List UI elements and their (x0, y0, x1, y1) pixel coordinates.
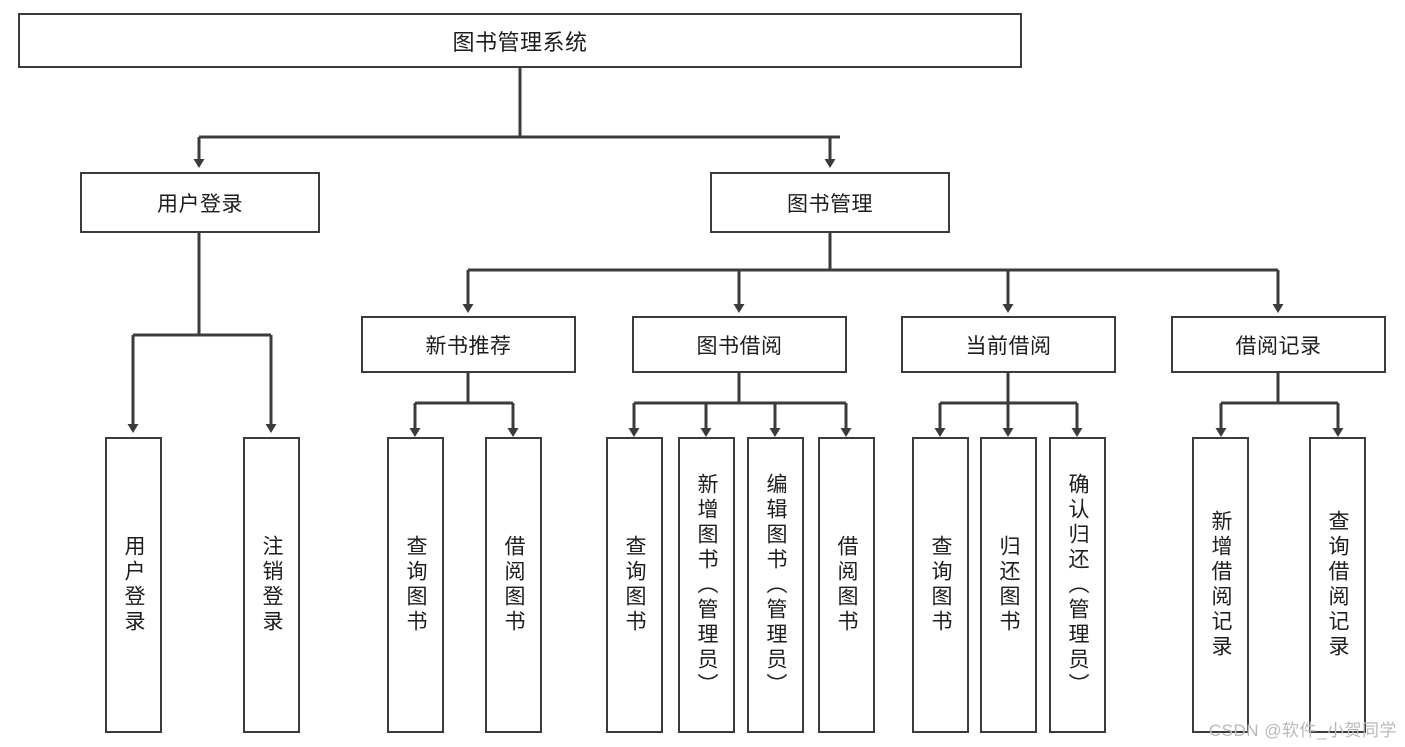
leaf-query-book-3[interactable]: 查询图书 (912, 437, 969, 733)
leaf-add-book-label: 新增图书（管理员） (695, 472, 718, 698)
node-root-label: 图书管理系统 (452, 29, 588, 55)
node-user-login[interactable]: 用户登录 (80, 172, 320, 233)
leaf-query-book-1-label: 查询图书 (404, 535, 427, 635)
node-new-book-recommend-label: 新书推荐 (425, 334, 512, 358)
node-root[interactable]: 图书管理系统 (18, 13, 1022, 68)
node-user-login-label: 用户登录 (157, 192, 243, 216)
leaf-query-record-label: 查询借阅记录 (1326, 510, 1349, 660)
leaf-borrow-book-1[interactable]: 借阅图书 (485, 437, 542, 733)
node-new-book-recommend[interactable]: 新书推荐 (361, 316, 576, 373)
leaf-add-record-label: 新增借阅记录 (1209, 510, 1232, 660)
node-current-borrow[interactable]: 当前借阅 (901, 316, 1116, 373)
leaf-return-book-label: 归还图书 (997, 535, 1020, 635)
leaf-query-book-2[interactable]: 查询图书 (606, 437, 663, 733)
leaf-query-record[interactable]: 查询借阅记录 (1309, 437, 1366, 733)
watermark: CSDN @软件_小贺同学 (1208, 721, 1397, 740)
leaf-add-book[interactable]: 新增图书（管理员） (678, 437, 735, 733)
leaf-borrow-book-1-label: 借阅图书 (502, 535, 525, 635)
leaf-confirm-return-label: 确认归还（管理员） (1066, 472, 1089, 698)
leaf-logout[interactable]: 注销登录 (243, 437, 300, 733)
leaf-user-login-label: 用户登录 (122, 535, 145, 635)
node-book-management-label: 图书管理 (787, 192, 873, 216)
node-book-management[interactable]: 图书管理 (710, 172, 950, 233)
leaf-user-login[interactable]: 用户登录 (105, 437, 162, 733)
leaf-add-record[interactable]: 新增借阅记录 (1192, 437, 1249, 733)
node-book-borrow[interactable]: 图书借阅 (632, 316, 847, 373)
node-book-borrow-label: 图书借阅 (696, 334, 783, 358)
leaf-confirm-return[interactable]: 确认归还（管理员） (1049, 437, 1106, 733)
leaf-logout-label: 注销登录 (260, 535, 283, 635)
leaf-borrow-book-2-label: 借阅图书 (835, 535, 858, 635)
leaf-query-book-2-label: 查询图书 (623, 535, 646, 635)
leaf-return-book[interactable]: 归还图书 (980, 437, 1037, 733)
node-borrow-record-label: 借阅记录 (1235, 334, 1322, 358)
node-borrow-record[interactable]: 借阅记录 (1171, 316, 1386, 373)
node-current-borrow-label: 当前借阅 (965, 334, 1052, 358)
leaf-query-book-3-label: 查询图书 (929, 535, 952, 635)
leaf-query-book-1[interactable]: 查询图书 (387, 437, 444, 733)
leaf-edit-book[interactable]: 编辑图书（管理员） (747, 437, 804, 733)
leaf-edit-book-label: 编辑图书（管理员） (764, 472, 787, 698)
leaf-borrow-book-2[interactable]: 借阅图书 (818, 437, 875, 733)
